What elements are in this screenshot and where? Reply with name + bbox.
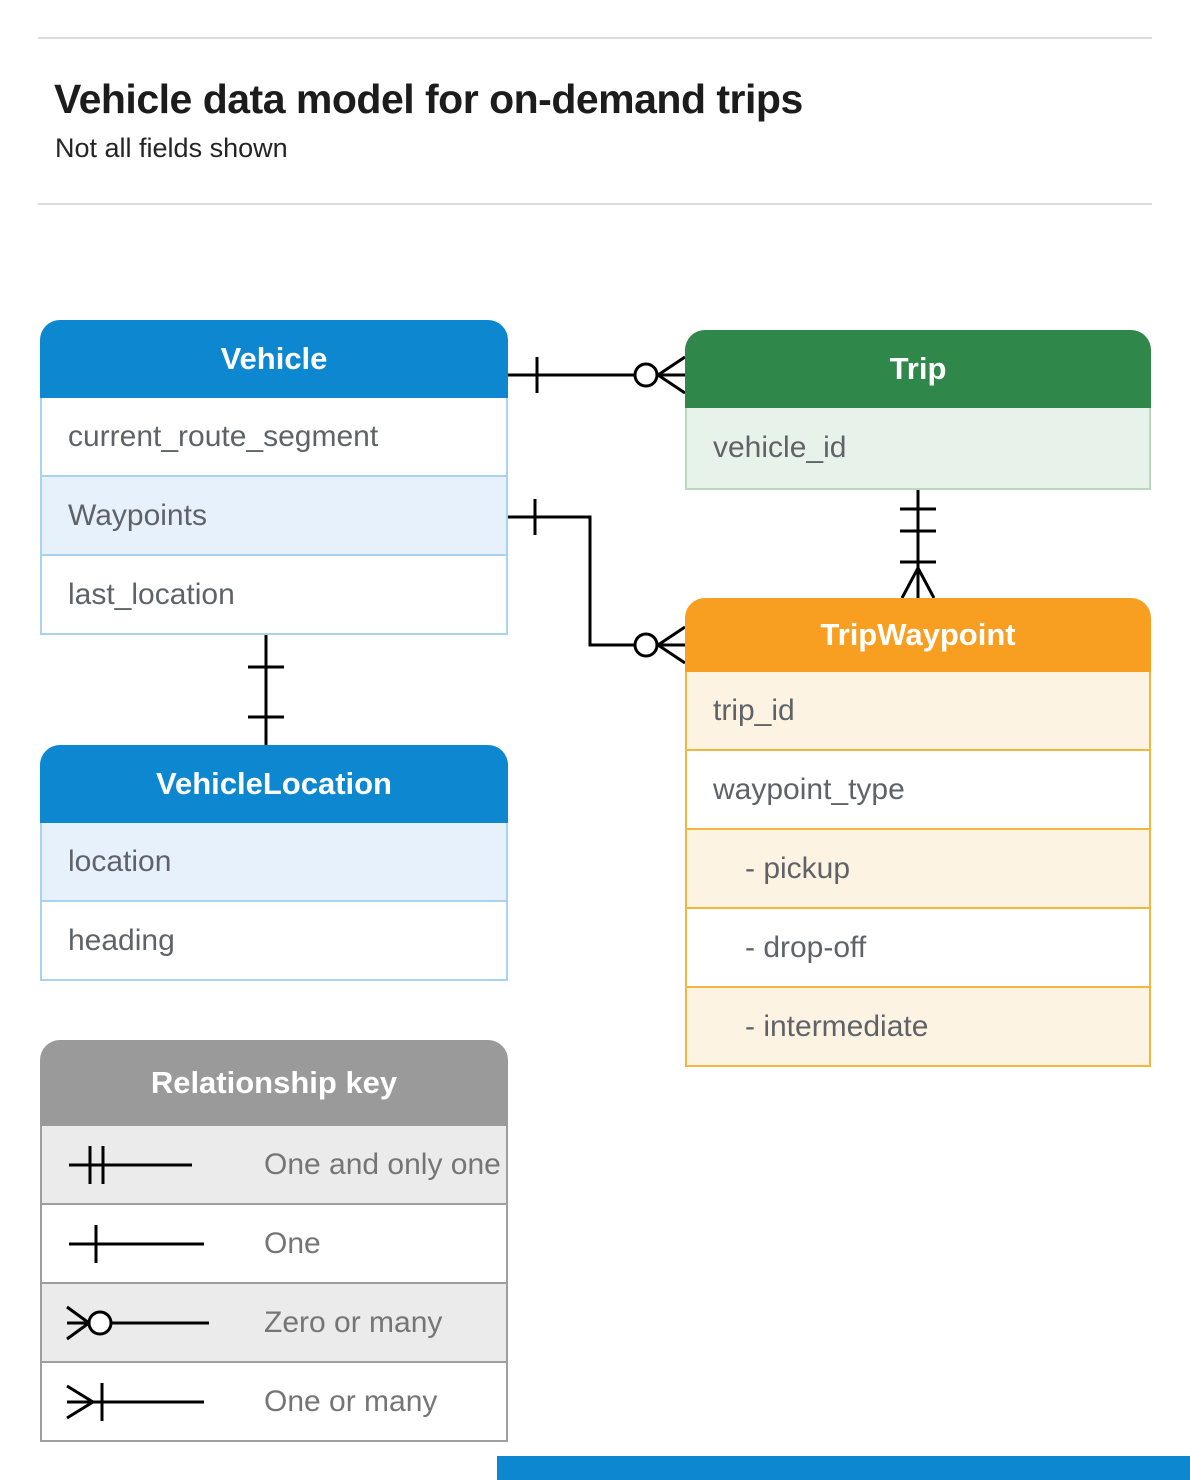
- legend-title: Relationship key: [150, 1065, 398, 1100]
- legend-label: One or many: [264, 1384, 438, 1418]
- vehicle-trip-connector: [508, 355, 686, 395]
- one-symbol: [69, 1224, 204, 1263]
- field-label: current_route_segment: [68, 419, 379, 453]
- tripwaypoint-table-header: TripWaypoint: [685, 598, 1151, 672]
- crow-foot-icon: [900, 567, 936, 599]
- trip-table-title: Trip: [889, 351, 947, 386]
- field-label: - intermediate: [745, 1009, 929, 1043]
- table-row: location: [42, 823, 506, 900]
- tripwaypoint-table-title: TripWaypoint: [820, 617, 1016, 652]
- field-label: vehicle_id: [713, 431, 847, 464]
- table-row: heading: [42, 900, 506, 979]
- table-row: - drop-off: [687, 907, 1149, 986]
- relationship-key-legend: Relationship key One and only one One Ze…: [40, 1040, 508, 1442]
- one-and-only-one-symbol: [69, 1145, 192, 1184]
- legend-label: Zero or many: [264, 1305, 443, 1339]
- crow-foot-icon: [657, 625, 686, 665]
- vehicle-vehiclelocation-connector: [248, 635, 284, 745]
- field-label: heading: [68, 923, 175, 957]
- vehicle-table: Vehicle current_route_segment Waypoints …: [40, 320, 508, 635]
- table-row: waypoint_type: [687, 749, 1149, 828]
- one-or-many-symbol: [66, 1382, 204, 1421]
- table-row: current_route_segment: [42, 398, 506, 475]
- table-row: trip_id: [687, 672, 1149, 749]
- page-title: Vehicle data model for on-demand trips: [54, 76, 803, 122]
- table-row: - intermediate: [687, 986, 1149, 1065]
- field-label: Waypoints: [68, 498, 207, 532]
- table-row: - pickup: [687, 828, 1149, 907]
- legend-header: Relationship key: [40, 1040, 508, 1126]
- vehiclelocation-table: VehicleLocation location heading: [40, 745, 508, 981]
- tripwaypoint-table: TripWaypoint trip_id waypoint_type - pic…: [685, 598, 1151, 1067]
- trip-table: Trip vehicle_id: [685, 330, 1151, 490]
- zero-circle-icon: [633, 632, 659, 658]
- vehiclelocation-table-title: VehicleLocation: [155, 766, 392, 801]
- legend-row: Zero or many: [42, 1282, 506, 1361]
- crow-foot-icon: [657, 355, 686, 395]
- legend-row: One and only one: [42, 1126, 506, 1203]
- table-row: vehicle_id: [687, 408, 1149, 488]
- zero-or-many-symbol: [66, 1305, 209, 1340]
- zero-circle-icon: [633, 362, 659, 388]
- legend-label: One and only one: [264, 1147, 501, 1181]
- page-subtitle: Not all fields shown: [55, 133, 288, 163]
- table-row: last_location: [42, 554, 506, 633]
- field-label: waypoint_type: [713, 772, 905, 806]
- legend-row: One: [42, 1203, 506, 1282]
- legend-row: One or many: [42, 1361, 506, 1440]
- field-label: - pickup: [745, 851, 851, 885]
- trip-tripwaypoint-connector: [900, 490, 936, 599]
- field-label: location: [68, 844, 172, 878]
- bottom-partial-bar: [497, 1456, 1190, 1480]
- vehicle-table-title: Vehicle: [220, 341, 328, 376]
- table-row: Waypoints: [42, 475, 506, 554]
- field-label: - drop-off: [745, 930, 867, 964]
- vehiclelocation-table-header: VehicleLocation: [40, 745, 508, 823]
- field-label: last_location: [68, 577, 235, 611]
- header-divider: [38, 203, 1152, 205]
- waypoints-tripwaypoint-connector: [508, 499, 686, 665]
- trip-table-header: Trip: [685, 330, 1151, 408]
- vehicle-table-header: Vehicle: [40, 320, 508, 398]
- legend-label: One: [264, 1226, 321, 1260]
- field-label: trip_id: [713, 693, 795, 727]
- one-and-only-one-ticks-icon: [900, 507, 936, 533]
- top-divider: [38, 37, 1152, 39]
